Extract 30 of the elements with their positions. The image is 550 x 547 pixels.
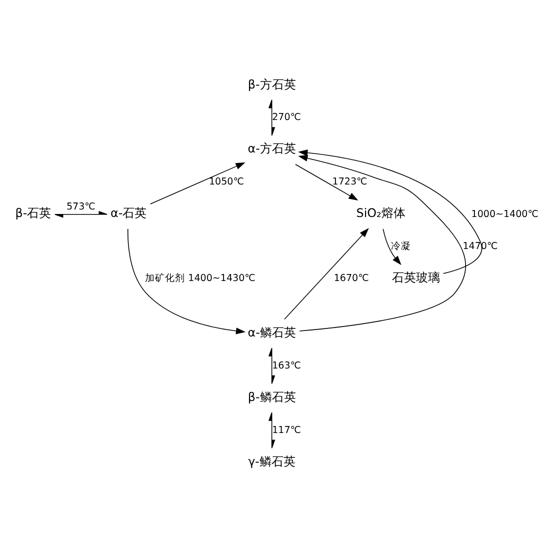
arrow xyxy=(127,228,246,334)
node-text: SiO₂熔体 xyxy=(356,206,406,220)
arrow xyxy=(295,163,358,200)
arrow xyxy=(298,148,482,274)
edge-label: 1723℃ xyxy=(332,176,368,188)
arrow xyxy=(382,228,402,265)
edge-label: 117℃ xyxy=(272,424,301,436)
node-text: β-鳞石英 xyxy=(248,389,296,404)
node-text: α-石英 xyxy=(110,206,147,220)
edge-label: 270℃ xyxy=(272,112,301,123)
edge-label: 573℃ xyxy=(66,200,96,212)
arrow xyxy=(284,228,369,320)
node-text: 石英玻璃 xyxy=(392,270,440,284)
node-text: β-石英 xyxy=(15,206,52,220)
node-text: α-方石英 xyxy=(248,141,296,156)
arrow xyxy=(268,99,276,136)
arrow xyxy=(54,210,108,218)
edge-label: 冷凝 xyxy=(391,240,412,252)
edge-label: 163℃ xyxy=(272,360,301,371)
arrow xyxy=(298,154,466,331)
edge-label: 1050℃ xyxy=(209,176,244,188)
edge-label: 加矿化剂 1400~1430℃ xyxy=(145,272,256,284)
node-text: α-鳞石英 xyxy=(248,324,296,339)
arrow xyxy=(268,412,276,448)
node-text: γ-鳞石英 xyxy=(248,454,296,468)
arrow xyxy=(268,347,276,384)
arrow xyxy=(150,162,246,204)
edge-label: 1670℃ xyxy=(334,272,369,284)
node-text: β-方石英 xyxy=(248,76,296,91)
edge-label: 1000~1400℃ xyxy=(471,208,538,220)
